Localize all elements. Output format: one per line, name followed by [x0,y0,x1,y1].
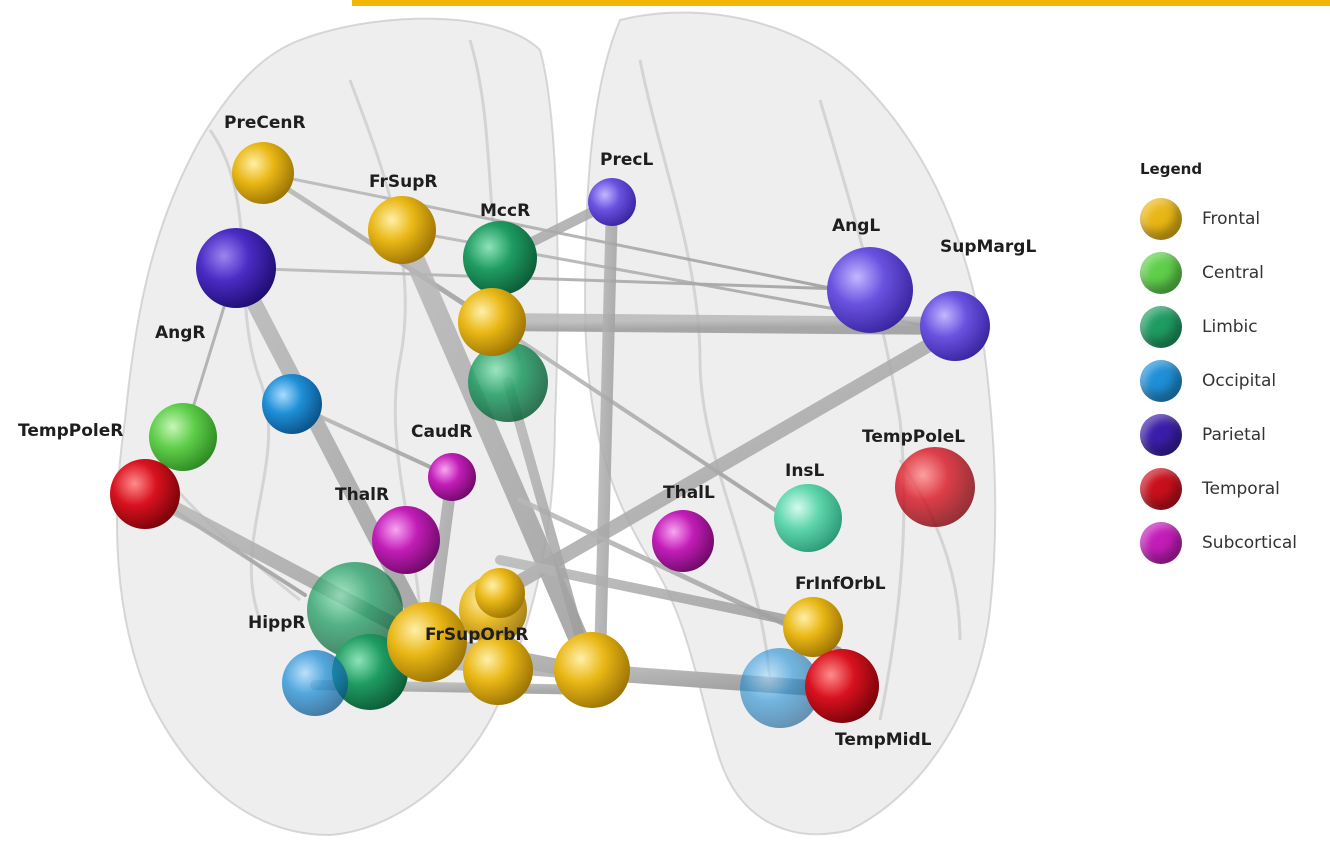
edge [234,266,872,292]
top-accent-bar [352,0,1330,6]
legend-label: Parietal [1202,425,1266,445]
node-frontal-mid [458,288,526,356]
node-InsL [774,484,842,552]
node-MccR [463,221,537,295]
label-FrSupOrbR: FrSupOrbR [425,625,529,645]
legend-label: Limbic [1202,317,1258,337]
node-SupMargL [920,291,990,361]
legend-swatch-central [1140,252,1182,294]
node-PrecL [588,178,636,226]
legend-label: Central [1202,263,1264,283]
node-frontal [554,632,630,708]
node-ThalL [652,510,714,572]
label-AngR: AngR [155,323,206,343]
node-CaudR [428,453,476,501]
node-central [149,403,217,471]
legend-items: Frontal Central Limbic Occipital Parieta… [1140,192,1325,570]
edge [228,260,438,650]
label-SupMargL: SupMargL [940,237,1036,257]
legend-item-temporal: Temporal [1140,462,1325,516]
region-labels: PreCenR FrSupR MccR PrecL AngL SupMargL … [18,113,1036,750]
legend-swatch-parietal [1140,414,1182,456]
label-CaudR: CaudR [411,422,472,442]
node-TempPoleR [110,459,180,529]
label-PreCenR: PreCenR [224,113,306,133]
legend-item-central: Central [1140,246,1325,300]
label-TempMidL: TempMidL [835,730,932,750]
node-FrSupOrbR [387,602,467,682]
legend-label: Subcortical [1202,533,1297,553]
legend-swatch-limbic [1140,306,1182,348]
label-FrSupR: FrSupR [369,172,438,192]
edge [493,323,962,600]
edge [503,377,595,678]
node-limbic-large [307,562,403,658]
node-frontal-small [475,568,525,618]
edge [392,220,602,680]
node-occipital [282,650,348,716]
node-frontal [463,635,533,705]
edge [293,403,454,479]
node-occipital [262,374,322,434]
label-MccR: MccR [480,201,530,221]
legend-label: Occipital [1202,371,1277,391]
label-AngL: AngL [832,216,880,236]
node-occipital [740,648,820,728]
legend-label: Frontal [1202,209,1261,229]
node-limbic [468,342,548,422]
node-AngL [827,247,913,333]
legend-swatch-occipital [1140,360,1182,402]
legend-label: Temporal [1202,479,1280,499]
label-HippR: HippR [248,613,305,633]
node-AngR [196,228,276,308]
legend: Legend Frontal Central Limbic Occipital … [1140,160,1325,570]
edge [490,320,792,522]
legend-swatch-frontal [1140,198,1182,240]
legend-swatch-temporal [1140,468,1182,510]
legend-item-subcortical: Subcortical [1140,516,1325,570]
node-TempPoleL [895,447,975,527]
node-PreCenR [232,142,294,204]
node-FrSupR [368,196,436,264]
label-ThalR: ThalR [335,485,389,505]
label-InsL: InsL [785,461,825,481]
legend-title: Legend [1140,160,1203,178]
node-FrInfOrbL [783,597,843,657]
label-TempPoleL: TempPoleL [862,427,965,447]
legend-item-limbic: Limbic [1140,300,1325,354]
label-FrInfOrbL: FrInfOrbL [795,574,886,594]
legend-item-occipital: Occipital [1140,354,1325,408]
brain-nodes [110,142,990,728]
legend-swatch-subcortical [1140,522,1182,564]
label-PrecL: PrecL [600,150,653,170]
legend-item-frontal: Frontal [1140,192,1325,246]
node-TempMidL [805,649,879,723]
node-ThalR [372,506,440,574]
label-TempPoleR: TempPoleR [18,421,123,441]
label-ThalL: ThalL [663,483,715,503]
legend-item-parietal: Parietal [1140,408,1325,462]
